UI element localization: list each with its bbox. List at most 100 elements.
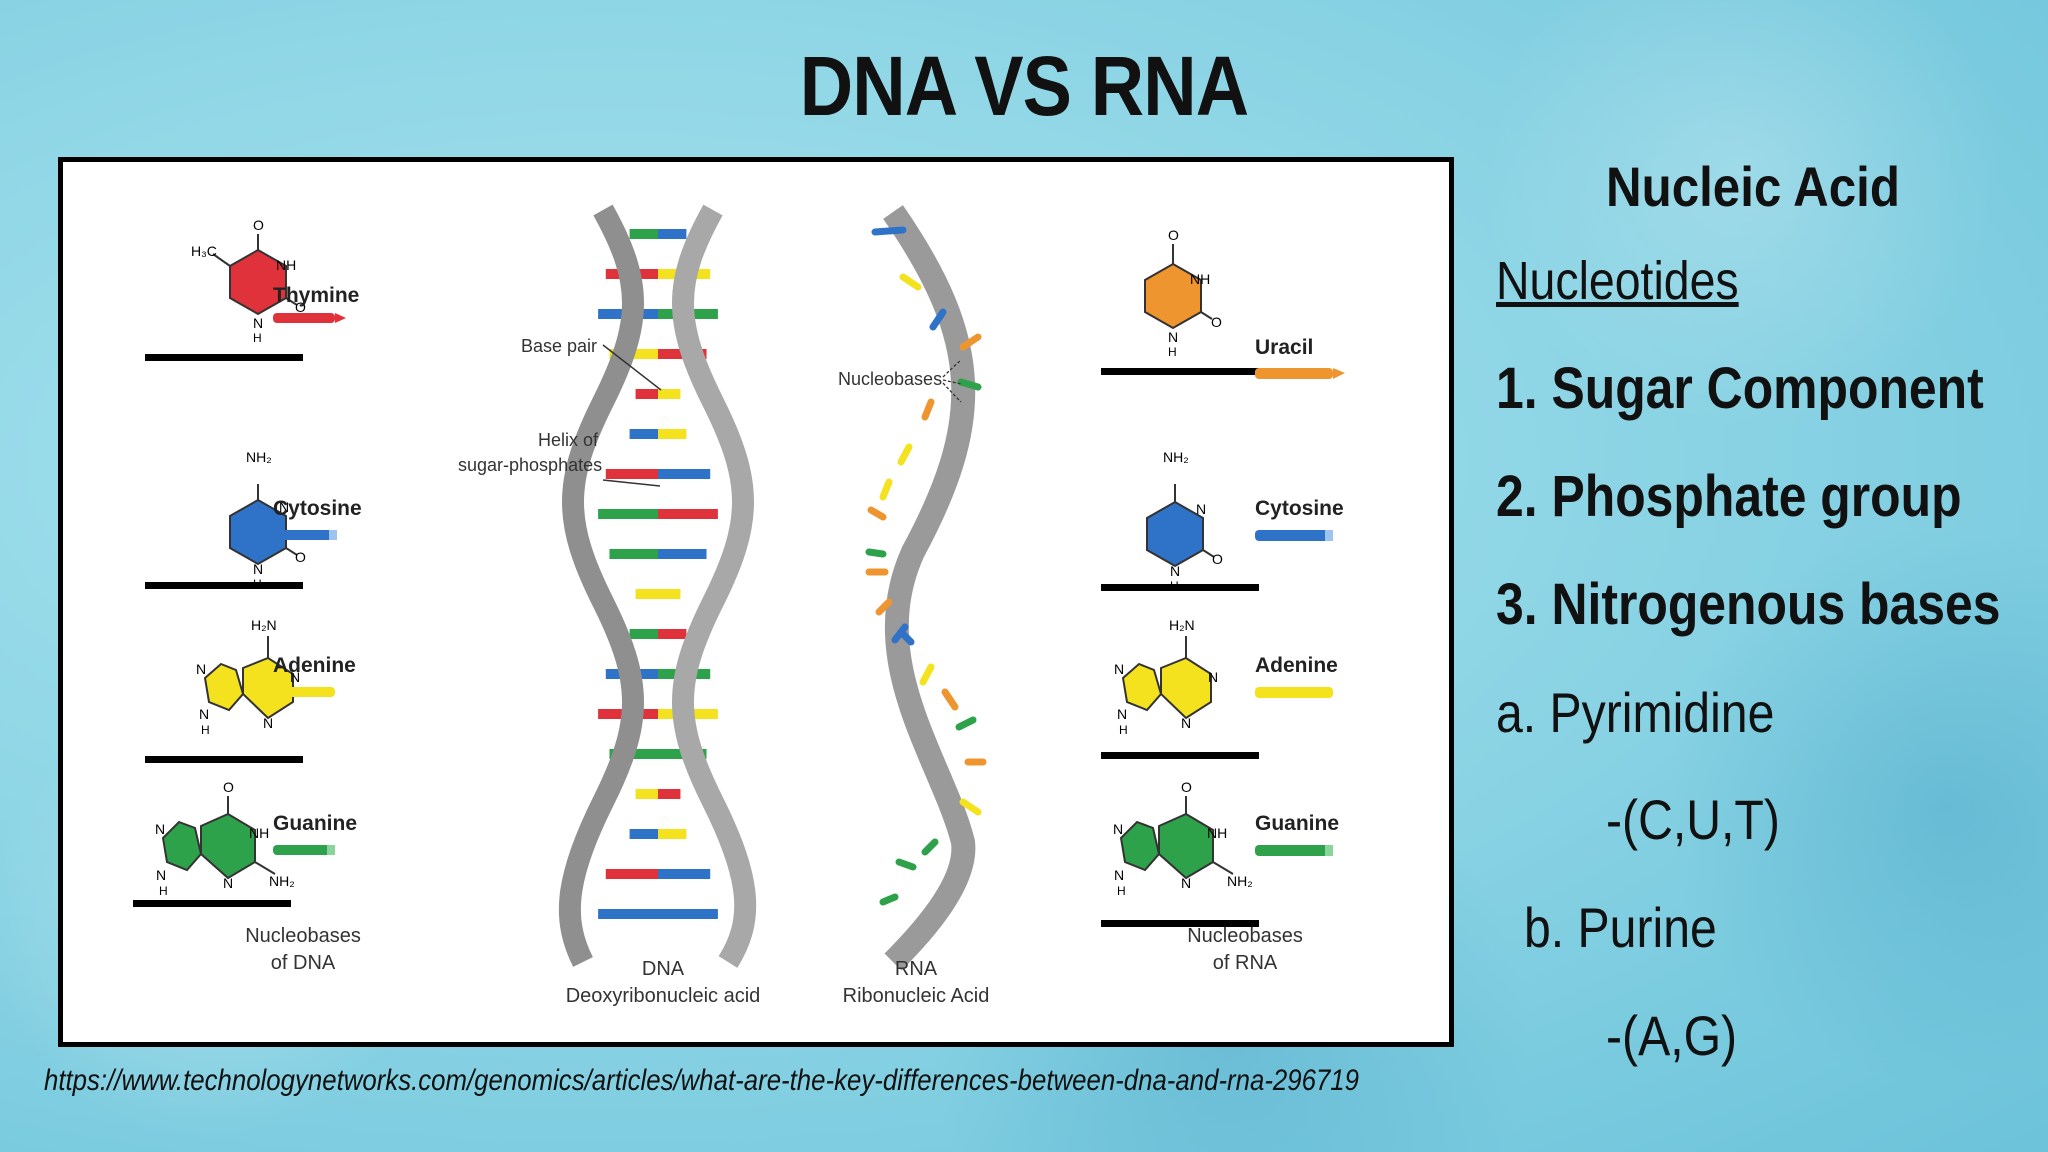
guanine-atom-n1: N xyxy=(155,821,165,837)
adenine-atom-h2n: H₂N xyxy=(251,617,277,633)
helix-label-line2: sugar-phosphates xyxy=(458,455,602,475)
rna-nucleobase xyxy=(959,333,982,351)
nucleobases-pointer xyxy=(942,359,962,403)
thymine-atom-h3c: H₃C xyxy=(191,243,217,259)
thymine-atom-h: H xyxy=(253,331,262,345)
dna-base-pair-left xyxy=(609,549,658,559)
dna-base-pair-left xyxy=(635,789,658,799)
guanine-atom-h: H xyxy=(159,884,168,898)
rna-adenine-atom-n2: N xyxy=(1208,669,1218,685)
adenine-bar-icon xyxy=(273,687,335,697)
rna-adenine-atom-n4: N xyxy=(1181,715,1191,731)
cytosine-underline xyxy=(145,582,303,589)
rna-adenine-atom-n1: N xyxy=(1114,661,1124,677)
adenine-atom-n1: N xyxy=(196,661,206,677)
dna-base-label-adenine: Adenine xyxy=(273,654,356,677)
rna-adenine-atom-h: H xyxy=(1119,723,1128,737)
dna-base-pair-right xyxy=(658,629,687,639)
helix-label-line1: Helix of xyxy=(538,430,599,450)
purine-label: b. Purine xyxy=(1524,896,1717,959)
adenine-atom-n2: N xyxy=(290,669,300,685)
rna-cytosine-atom-n2: N xyxy=(1170,563,1180,579)
rna-nucleobase xyxy=(879,478,893,501)
dna-base-pair-left xyxy=(635,589,658,599)
figure-svg: H₃C O NH N H O Thymine NH₂ N N H O Cytos… xyxy=(133,204,1345,1007)
rna-nucleobase xyxy=(957,378,982,391)
uracil-underline xyxy=(1101,368,1259,375)
adenine-atom-n4: N xyxy=(263,715,273,731)
rna-nucleobase xyxy=(921,838,939,856)
rna-caption-line1: Nucleobases xyxy=(1187,925,1303,947)
rna-guanine-atom-n1: N xyxy=(1113,821,1123,837)
list-item: 3. Nitrogenous bases xyxy=(1496,572,2001,637)
guanine-atom-o: O xyxy=(223,779,234,795)
dna-base-pair-right xyxy=(658,389,681,399)
base-pair-pointer xyxy=(602,344,662,391)
list-item: 2. Phosphate group xyxy=(1496,464,1962,529)
dna-base-pair-left xyxy=(629,229,658,239)
rna-adenine-bar-icon xyxy=(1255,687,1333,698)
rna-nucleobase xyxy=(879,893,899,906)
dna-base-pair-left xyxy=(635,389,658,399)
dna-base-pair-right xyxy=(658,429,687,439)
guanine-bar-icon xyxy=(273,845,335,855)
adenine-atom-h: H xyxy=(201,723,210,737)
rna-guanine-atom-h: H xyxy=(1117,884,1126,898)
rna-nucleobase xyxy=(941,688,959,711)
dna-rna-figure: H₃C O NH N H O Thymine NH₂ N N H O Cytos… xyxy=(58,157,1454,1047)
dna-base-pair-left xyxy=(605,869,658,879)
uracil-atom-o2: O xyxy=(1211,314,1222,330)
guanine-atom-nh2: NH₂ xyxy=(269,873,295,889)
rna-nucleobase xyxy=(919,663,935,686)
thymine-bar-icon xyxy=(273,313,346,323)
dna-base-pair-left xyxy=(605,469,658,479)
rna-guanine-atom-n2: N xyxy=(1114,867,1124,883)
uracil-atom-h: H xyxy=(1168,345,1177,359)
base-pair-label: Base pair xyxy=(521,336,597,356)
guanine-structure: O N NH N N H NH₂ xyxy=(155,779,295,898)
dna-base-label-guanine: Guanine xyxy=(273,812,357,835)
rna-adenine-atom-h2n: H₂N xyxy=(1169,617,1195,633)
thymine-structure: H₃C O NH N H O xyxy=(191,217,306,345)
dna-base-pair-left xyxy=(598,909,658,919)
uracil-structure: O NH N H O xyxy=(1144,227,1222,359)
dna-base-pair-right xyxy=(658,549,707,559)
rna-strand xyxy=(883,205,976,971)
rna-guanine-atom-nh: NH xyxy=(1207,825,1227,841)
rna-nucleobase xyxy=(897,628,915,646)
uracil-atom-o1: O xyxy=(1168,227,1179,243)
dna-base-pairs xyxy=(598,229,718,919)
pyrimidine-label: a. Pyrimidine xyxy=(1496,681,1775,744)
rna-nucleobase xyxy=(897,443,913,466)
thymine-atom-n: N xyxy=(253,315,263,331)
rna-helix xyxy=(865,205,987,971)
rna-base-label-adenine: Adenine xyxy=(1255,654,1338,677)
rna-name-label: RNA xyxy=(895,958,938,980)
adenine-underline xyxy=(145,756,303,763)
rna-guanine-bar-icon xyxy=(1255,845,1333,856)
rna-cytosine-atom-o: O xyxy=(1212,551,1223,567)
nucleobases-label: Nucleobases xyxy=(838,369,942,389)
dna-base-pair-right xyxy=(658,509,718,519)
rna-cytosine-bar-icon xyxy=(1255,530,1333,541)
rna-cytosine-structure: NH₂ N N H O xyxy=(1146,449,1223,593)
thymine-atom-o1: O xyxy=(253,217,264,233)
dna-base-pair-right xyxy=(658,229,687,239)
notes-subheading: Nucleotides xyxy=(1496,251,1739,311)
thymine-atom-nh: NH xyxy=(276,257,296,273)
dna-base-pair-right xyxy=(658,789,681,799)
rna-cytosine-atom-nh2: NH₂ xyxy=(1163,449,1189,465)
slide-title: DNA VS RNA xyxy=(799,39,1249,133)
dna-base-label-cytosine: Cytosine xyxy=(273,497,362,520)
guanine-underline xyxy=(133,900,291,907)
rna-nucleobase xyxy=(867,506,887,521)
cytosine-atom-o: O xyxy=(295,549,306,565)
guanine-atom-n3: N xyxy=(223,875,233,891)
purine-members: -(A,G) xyxy=(1606,1004,1738,1067)
source-link[interactable]: https://www.technologynetworks.com/genom… xyxy=(44,1064,1360,1097)
dna-base-pair-right xyxy=(658,589,681,599)
dna-base-label-thymine: Thymine xyxy=(273,284,359,307)
rna-fullname-label: Ribonucleic Acid xyxy=(843,985,990,1007)
rna-base-label-cytosine: Cytosine xyxy=(1255,497,1344,520)
thymine-atom-o2: O xyxy=(295,299,306,315)
